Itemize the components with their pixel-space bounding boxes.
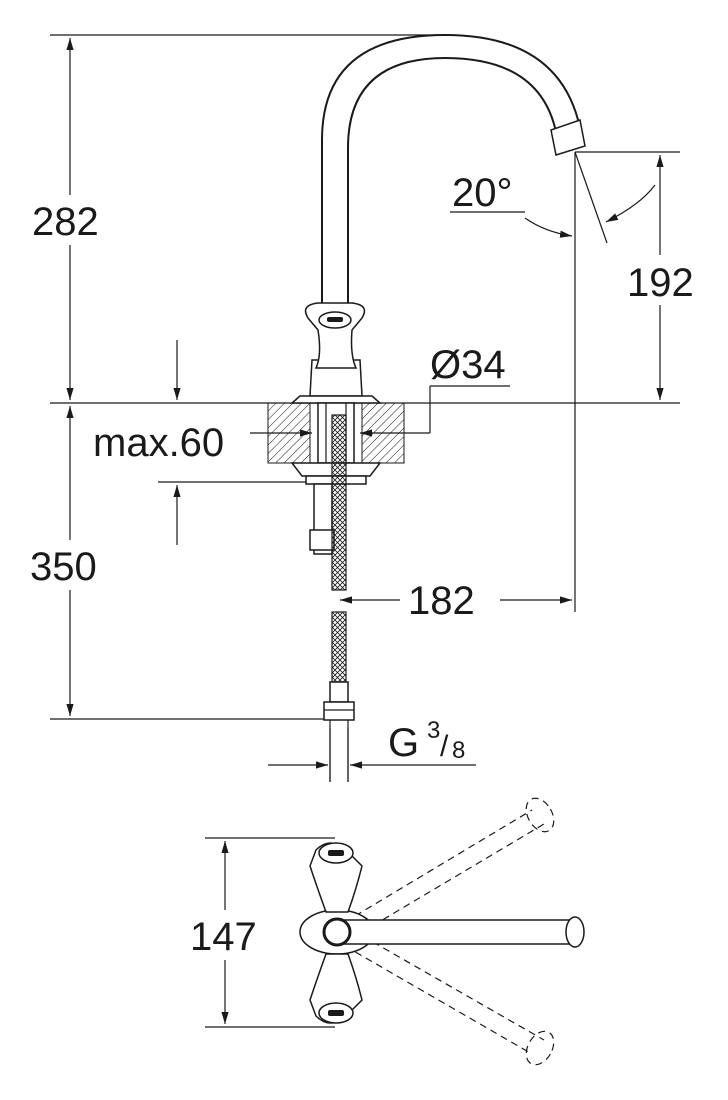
supply-hose-upper: [331, 414, 347, 591]
angle-arc-right: [605, 184, 656, 223]
label-max-60: max.60: [93, 421, 224, 465]
spout-aerator: [550, 119, 586, 156]
label-thread-slash: /: [440, 730, 449, 763]
spout-swivel-lower: [344, 929, 545, 1055]
label-thread-g: G: [388, 721, 419, 765]
spout-inner-curve: [347, 56, 557, 318]
spout-outer-curve: [321, 33, 581, 318]
spout-pivot: [322, 917, 352, 947]
label-147: 147: [190, 915, 257, 959]
label-192: 192: [627, 261, 694, 305]
angle-arc-left: [524, 217, 573, 238]
rod-nut: [309, 529, 335, 551]
countertop-left: [267, 402, 311, 464]
label-20-degrees: 20°: [452, 171, 513, 215]
label-182: 182: [408, 579, 475, 623]
top-view: 147: [185, 797, 585, 1066]
spout-tip-lower: [525, 1030, 555, 1066]
label-350: 350: [30, 545, 97, 589]
spout-swivel-upper: [344, 809, 545, 939]
spout-angle-line: [574, 151, 608, 244]
handle-indicator-lower: [328, 1010, 344, 1016]
label-thread-denominator: 8: [452, 737, 465, 764]
spout-tip-top: [565, 916, 585, 948]
spout-top-view: [337, 919, 579, 945]
label-thread-numerator: 3: [427, 717, 440, 744]
countertop-right: [361, 402, 405, 464]
label-diameter-34: Ø34: [430, 343, 506, 387]
handle-indicator: [327, 317, 343, 322]
spout-tip-upper: [525, 797, 555, 833]
supply-hose-lower: [331, 611, 347, 683]
handle-indicator-upper: [328, 850, 344, 856]
label-282: 282: [32, 200, 99, 244]
hose-ferrule: [329, 681, 349, 703]
base-flange: [290, 395, 382, 404]
hose-connector-nut: [323, 701, 355, 721]
side-view: 282 350 192 20° Ø34 max.60 182: [25, 33, 700, 782]
